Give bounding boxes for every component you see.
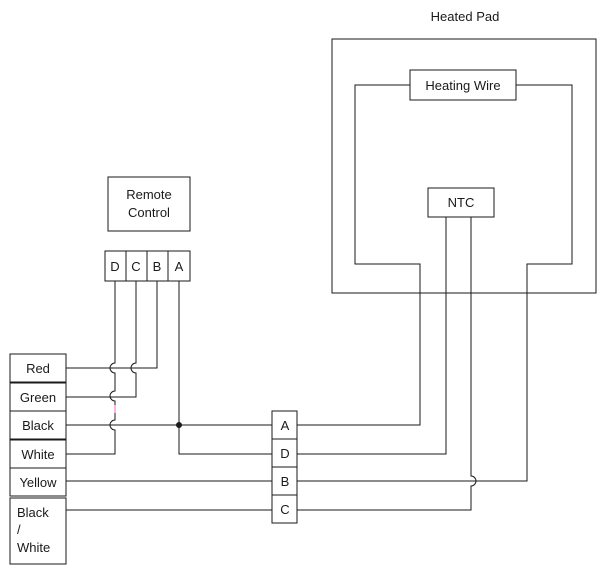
cable-wire-labels: Red Green Black White Yellow Black / Whi… (9, 353, 67, 565)
remote-wires (66, 281, 272, 511)
remote-pin-a-label: A (175, 259, 184, 274)
wire-black-white-box (9, 497, 67, 565)
wire-red-label: Red (26, 361, 50, 376)
wire-black-white-label-line2: / (17, 522, 21, 537)
terminal-d-label: D (280, 446, 289, 461)
wire-black-white-label-line3: White (17, 540, 50, 555)
ntc-label: NTC (448, 195, 475, 210)
wire-yellow-label: Yellow (19, 475, 57, 490)
wire-white-box (9, 439, 67, 469)
wire-white-label: White (21, 447, 54, 462)
ntc-leads (297, 217, 477, 511)
wire-yellow-box (9, 467, 67, 497)
wire-black-white-label-line1: Black (17, 505, 49, 520)
heating-wire-box (409, 69, 517, 101)
remote-control-label-line1: Remote (126, 187, 172, 202)
terminal-d-box (271, 438, 298, 468)
terminal-block: A D B C (271, 410, 298, 524)
wire-black-box (9, 410, 67, 440)
wire-green-box (9, 382, 67, 412)
terminal-c-label: C (280, 502, 289, 517)
wire-black-label: Black (22, 418, 54, 433)
remote-pin-d-label: D (110, 259, 119, 274)
wire-red-box (9, 353, 67, 383)
remote-pin-b-label: B (153, 259, 162, 274)
remote-control-box (107, 176, 191, 232)
terminal-b-label: B (281, 474, 290, 489)
remote-pin-c-label: C (131, 259, 140, 274)
heating-wire-loop (297, 84, 573, 482)
terminal-c-box (271, 494, 298, 524)
terminal-b-box (271, 466, 298, 496)
wire-green-label: Green (20, 390, 56, 405)
terminal-a-box (271, 410, 298, 440)
remote-control-label-line2: Control (128, 205, 170, 220)
junction-dot (176, 422, 182, 428)
heated-pad-title: Heated Pad (431, 9, 500, 24)
heating-wire-label: Heating Wire (425, 78, 500, 93)
ntc-box (427, 187, 495, 218)
terminal-a-label: A (281, 418, 290, 433)
remote-connector: D C B A (104, 250, 191, 282)
